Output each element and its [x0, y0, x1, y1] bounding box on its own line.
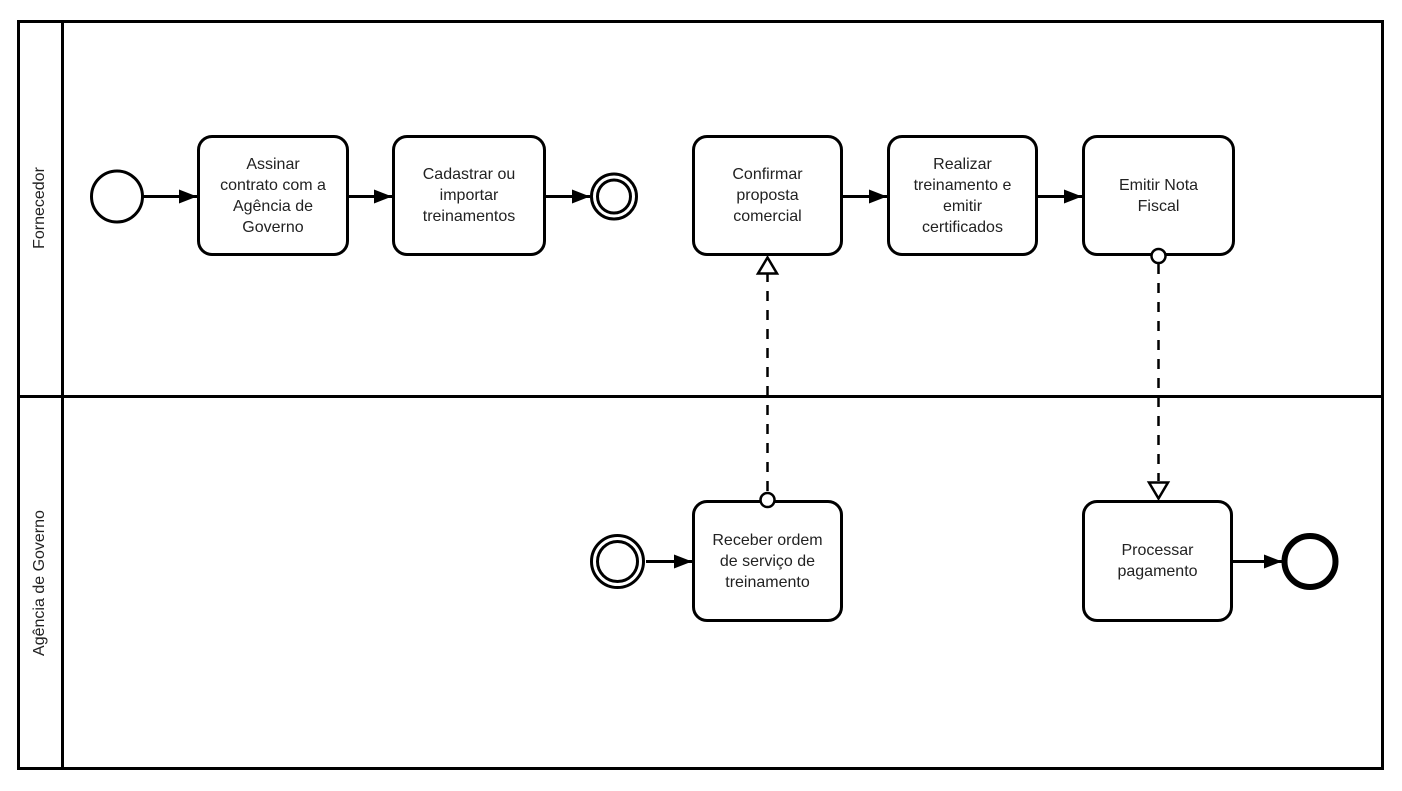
- task-realizar-treinamento-e-emitir-certificados[interactable]: Realizar treinamento e emitir certificad…: [887, 135, 1038, 256]
- task-confirmar-proposta-comercial[interactable]: Confirmar proposta comercial: [692, 135, 843, 256]
- task-cadastrar-ou-importar-treinamentos[interactable]: Cadastrar ou importar treinamentos: [392, 135, 546, 256]
- pool-border: [17, 20, 1384, 770]
- task-assinar-contrato[interactable]: Assinar contrato com a Agência de Govern…: [197, 135, 349, 256]
- message-flow-open-arrowhead-icon: [755, 255, 780, 275]
- end-event-agencia[interactable]: [1281, 533, 1339, 590]
- start-event-fornecedor[interactable]: [90, 169, 144, 224]
- task-emitir-nota-fiscal[interactable]: Emitir Nota Fiscal: [1082, 135, 1235, 256]
- task-processar-pagamento[interactable]: Processar pagamento: [1082, 500, 1233, 622]
- intermediate-event-end-cadastro[interactable]: [590, 172, 638, 221]
- intermediate-event-start-agencia[interactable]: [590, 534, 645, 589]
- message-flow-receber-to-confirmar: [755, 255, 780, 509]
- lane-label-agencia-de-governo: Agência de Governo: [31, 510, 48, 656]
- lane-label-fornecedor: Fornecedor: [31, 167, 48, 249]
- message-flow-emitir-to-processar: [1146, 247, 1171, 501]
- task-receber-ordem-de-servico[interactable]: Receber ordem de serviço de treinamento: [692, 500, 843, 622]
- message-flow-open-arrowhead-icon: [1146, 481, 1171, 501]
